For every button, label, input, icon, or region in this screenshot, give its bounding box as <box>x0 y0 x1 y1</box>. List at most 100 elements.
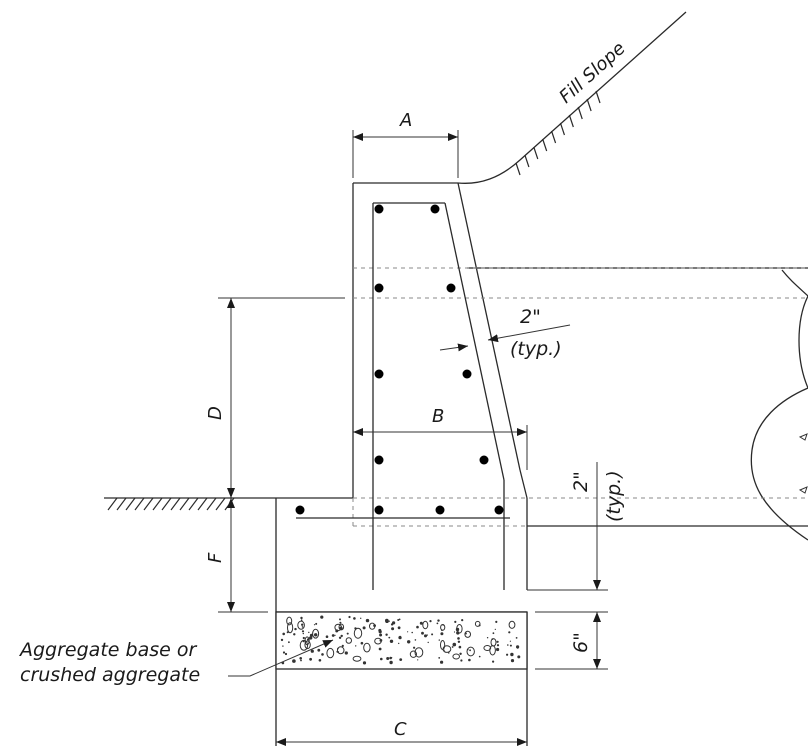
aggregate-stone <box>287 622 294 634</box>
aggregate-dot <box>339 621 342 624</box>
aggregate-dot <box>334 634 336 636</box>
aggregate-dot <box>386 657 390 660</box>
aggregate-stone <box>464 630 472 638</box>
aggregate-dot <box>510 659 515 663</box>
ground-hatch-stroke <box>206 497 217 511</box>
aggregate-stone <box>422 620 429 630</box>
ground-hatch-stroke <box>215 497 226 511</box>
aggregate-dot <box>314 633 318 637</box>
slope-hatch-stroke <box>577 106 583 120</box>
aggregate-dot <box>389 639 394 643</box>
aggregate-dot <box>378 630 382 634</box>
ground-hatch-stroke <box>152 497 163 511</box>
aggregate-dot <box>346 632 349 635</box>
rebar-dot <box>295 505 305 515</box>
aggregate-dot <box>284 652 288 656</box>
dim-c-label: C <box>394 719 407 740</box>
aggregate-dot <box>427 641 429 644</box>
dim-b-label: B <box>432 406 444 427</box>
rebar-bars <box>295 204 504 515</box>
toe-jog <box>519 469 528 499</box>
ground-hatch-stroke <box>179 497 190 511</box>
aggregate-stone <box>452 653 461 660</box>
aggregate-dot <box>419 621 423 625</box>
aggregate-stone <box>440 640 446 650</box>
aggregate-dot <box>301 623 304 626</box>
aggregate-dot <box>389 660 393 665</box>
aggregate-dot <box>496 640 499 643</box>
aggregate-stone <box>326 647 335 659</box>
cover-bottom-value: 2" <box>570 471 592 492</box>
pipe-inner-curve <box>798 295 808 389</box>
aggregate-dot <box>457 640 461 643</box>
aggregate-dot <box>494 628 496 631</box>
rebar-dot <box>374 369 384 379</box>
aggregate-dot <box>431 633 434 636</box>
aggregate-dot <box>413 646 416 649</box>
aggregate-stone <box>304 640 311 650</box>
cover-top-arrow-outer <box>487 324 571 343</box>
slope-hatch-stroke <box>542 138 548 152</box>
fill-slope: Fill Slope <box>457 11 687 184</box>
slope-hatch-stroke <box>595 90 601 104</box>
cover-callout-bottom: 2" (typ.) <box>527 462 625 591</box>
fill-slope-hatching <box>515 90 601 176</box>
existing-ground-left <box>104 497 276 511</box>
aggregate-stone <box>374 637 382 645</box>
aggregate-dot <box>469 649 471 652</box>
aggregate-dot <box>362 661 367 665</box>
rebar-dot <box>430 204 440 214</box>
aggregate-dot <box>331 634 335 637</box>
aggregate-dot <box>293 633 296 636</box>
aggregate-dot <box>288 641 290 644</box>
aggregate-dot <box>309 657 312 661</box>
dimension-c: C <box>276 719 527 746</box>
ground-hatch-stroke <box>224 497 235 511</box>
aggregate-stone <box>409 650 417 658</box>
aggregate-dot <box>443 649 445 651</box>
aggregate-dot <box>309 636 313 640</box>
aggregate-dot <box>388 620 390 622</box>
cover-top-value: 2" <box>520 306 541 328</box>
footing-depth-label: 6" <box>570 632 592 653</box>
aggregate-dot <box>507 644 509 646</box>
ground-hatch-stroke <box>134 497 145 511</box>
rebar-dot <box>446 283 456 293</box>
aggregate-dot <box>509 640 511 642</box>
slope-hatch-stroke <box>524 154 530 168</box>
aggregate-base <box>275 611 528 670</box>
pipe-mark-1 <box>798 433 808 441</box>
aggregate-dot <box>453 631 456 633</box>
rebar-dot <box>374 283 384 293</box>
aggregate-dot <box>390 657 393 659</box>
aggregate-dot <box>318 659 322 662</box>
slope-hatch-stroke <box>515 162 521 176</box>
aggregate-dot <box>452 642 457 647</box>
stem-battered-face <box>457 182 521 471</box>
aggregate-dot <box>495 620 498 624</box>
aggregate-dot <box>300 619 303 621</box>
aggregate-stone <box>489 645 496 656</box>
aggregate-dot <box>440 632 444 636</box>
aggregate-dot <box>460 659 463 662</box>
aggregate-dot <box>424 634 427 638</box>
aggregate-dot <box>379 633 383 637</box>
aggregate-dot <box>492 660 495 663</box>
aggregate-dot <box>301 630 305 633</box>
slope-hatch-stroke <box>586 98 592 112</box>
slope-hatch-stroke <box>550 130 557 144</box>
pipe-end-curve <box>750 387 808 541</box>
aggregate-dot <box>282 632 286 636</box>
aggregate-dot <box>362 626 366 630</box>
aggregate-dot <box>458 645 462 649</box>
aggregate-dot <box>344 651 348 655</box>
aggregate-dot <box>457 637 460 640</box>
dim-f-label: F <box>205 552 226 563</box>
aggregate-dot <box>308 631 310 634</box>
aggregate-dot <box>496 644 500 647</box>
aggregate-dot <box>299 657 303 660</box>
dimension-b: B <box>353 406 528 470</box>
pipe-mark-2 <box>798 486 808 494</box>
aggregate-dot <box>399 658 403 661</box>
